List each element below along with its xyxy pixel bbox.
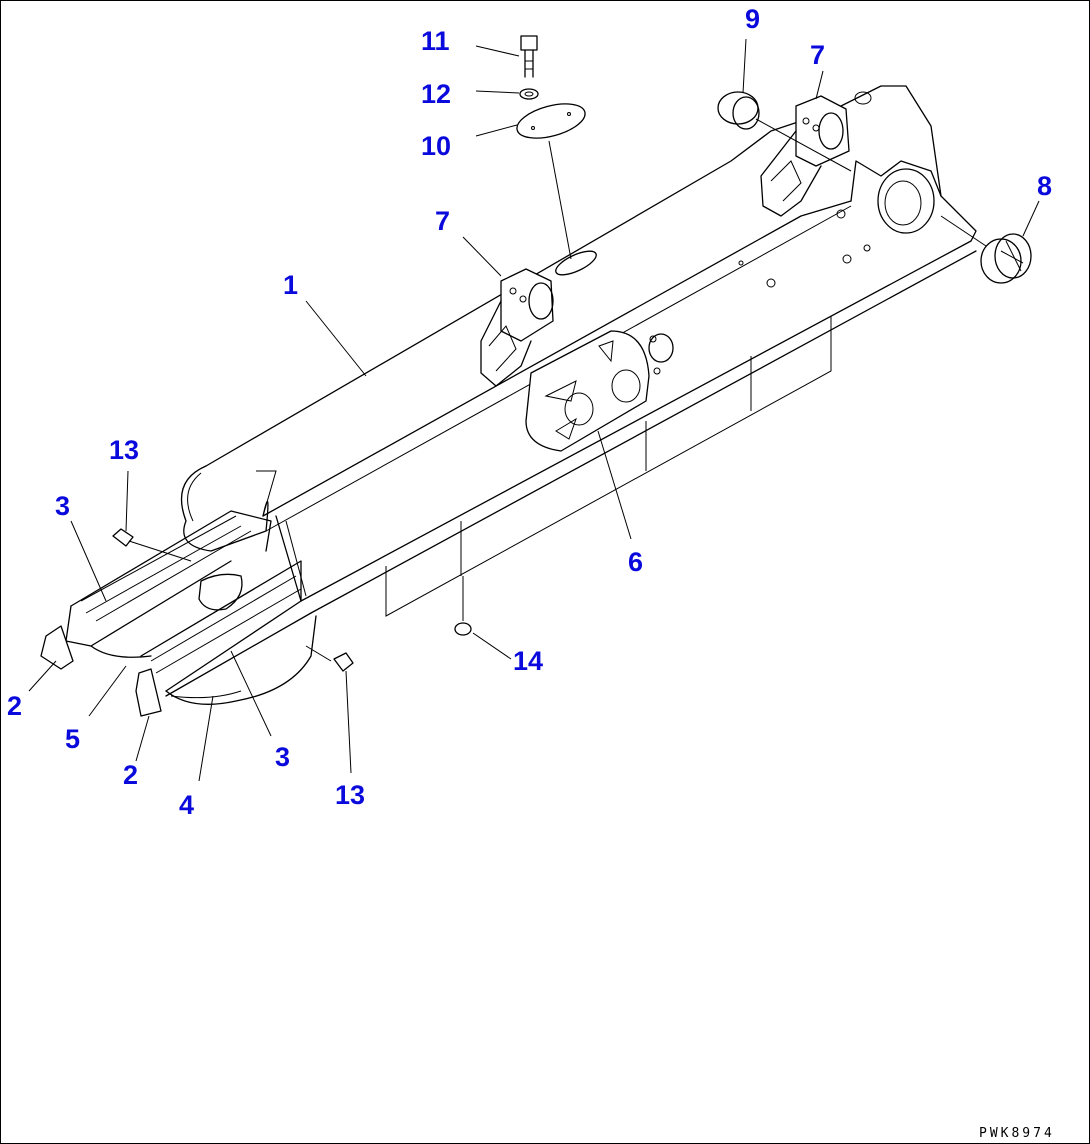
bolt [520,35,538,78]
callout-3-lower: 3 [275,742,290,772]
callout-10: 10 [421,131,451,161]
callout-labels: 1 2 2 3 3 4 5 6 7 7 8 9 10 11 12 13 13 1… [7,4,1052,820]
callout-5: 5 [65,724,80,754]
callout-2-right: 2 [123,760,138,790]
callout-8: 8 [1037,171,1052,201]
drawing-code: PWK8974 [979,1126,1055,1141]
callout-1: 1 [283,270,298,300]
callout-7-front: 7 [435,206,450,236]
bolt-14 [454,576,472,636]
cover-plate [516,103,597,276]
washer [519,88,539,100]
callout-12: 12 [421,79,451,109]
bracket-rear [760,95,850,217]
front-end-assembly [40,510,317,717]
callout-9: 9 [745,4,760,34]
boom-body [165,85,977,697]
bushing-9 [717,91,852,172]
bushing-8 [940,215,1032,284]
bracket-front [480,268,554,387]
leader-lines [28,38,1040,782]
callout-14: 14 [513,646,543,676]
bolt-13-lower [305,645,354,672]
callout-13-upper: 13 [109,435,139,465]
callout-4: 4 [179,790,194,820]
callout-3-upper: 3 [55,491,70,521]
side-plate [525,330,674,452]
callout-6: 6 [628,547,643,577]
callout-13-lower: 13 [335,780,365,810]
callout-7-rear: 7 [810,40,825,70]
bolt-13-upper [112,528,192,562]
callout-2-left: 2 [7,691,22,721]
callout-11: 11 [421,26,450,56]
